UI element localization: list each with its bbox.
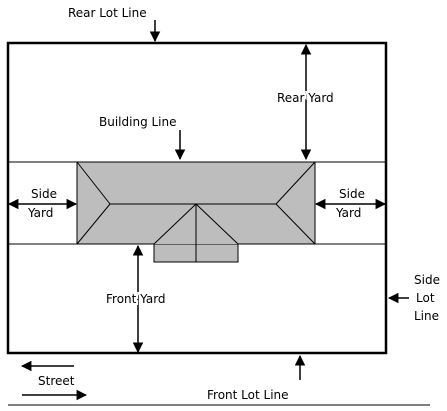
side-lot-line-label-3: Line: [414, 309, 439, 323]
front-lot-line-label: Front Lot Line: [207, 388, 289, 402]
street-label: Street: [38, 374, 75, 388]
rear-lot-line-label: Rear Lot Line: [68, 6, 147, 20]
right-side-yard-label-1: Side: [339, 187, 365, 201]
side-lot-line-label-2: Lot: [416, 291, 435, 305]
rear-yard-label: Rear Yard: [277, 91, 334, 105]
side-lot-line-label-1: Side: [414, 273, 440, 287]
left-side-yard-label-2: Yard: [27, 206, 53, 220]
right-side-yard-label-2: Yard: [335, 206, 361, 220]
left-side-yard-label-1: Side: [31, 187, 57, 201]
front-yard-label: Front Yard: [106, 292, 166, 306]
roof-lines: [76, 161, 316, 262]
building-line-label: Building Line: [99, 115, 177, 129]
